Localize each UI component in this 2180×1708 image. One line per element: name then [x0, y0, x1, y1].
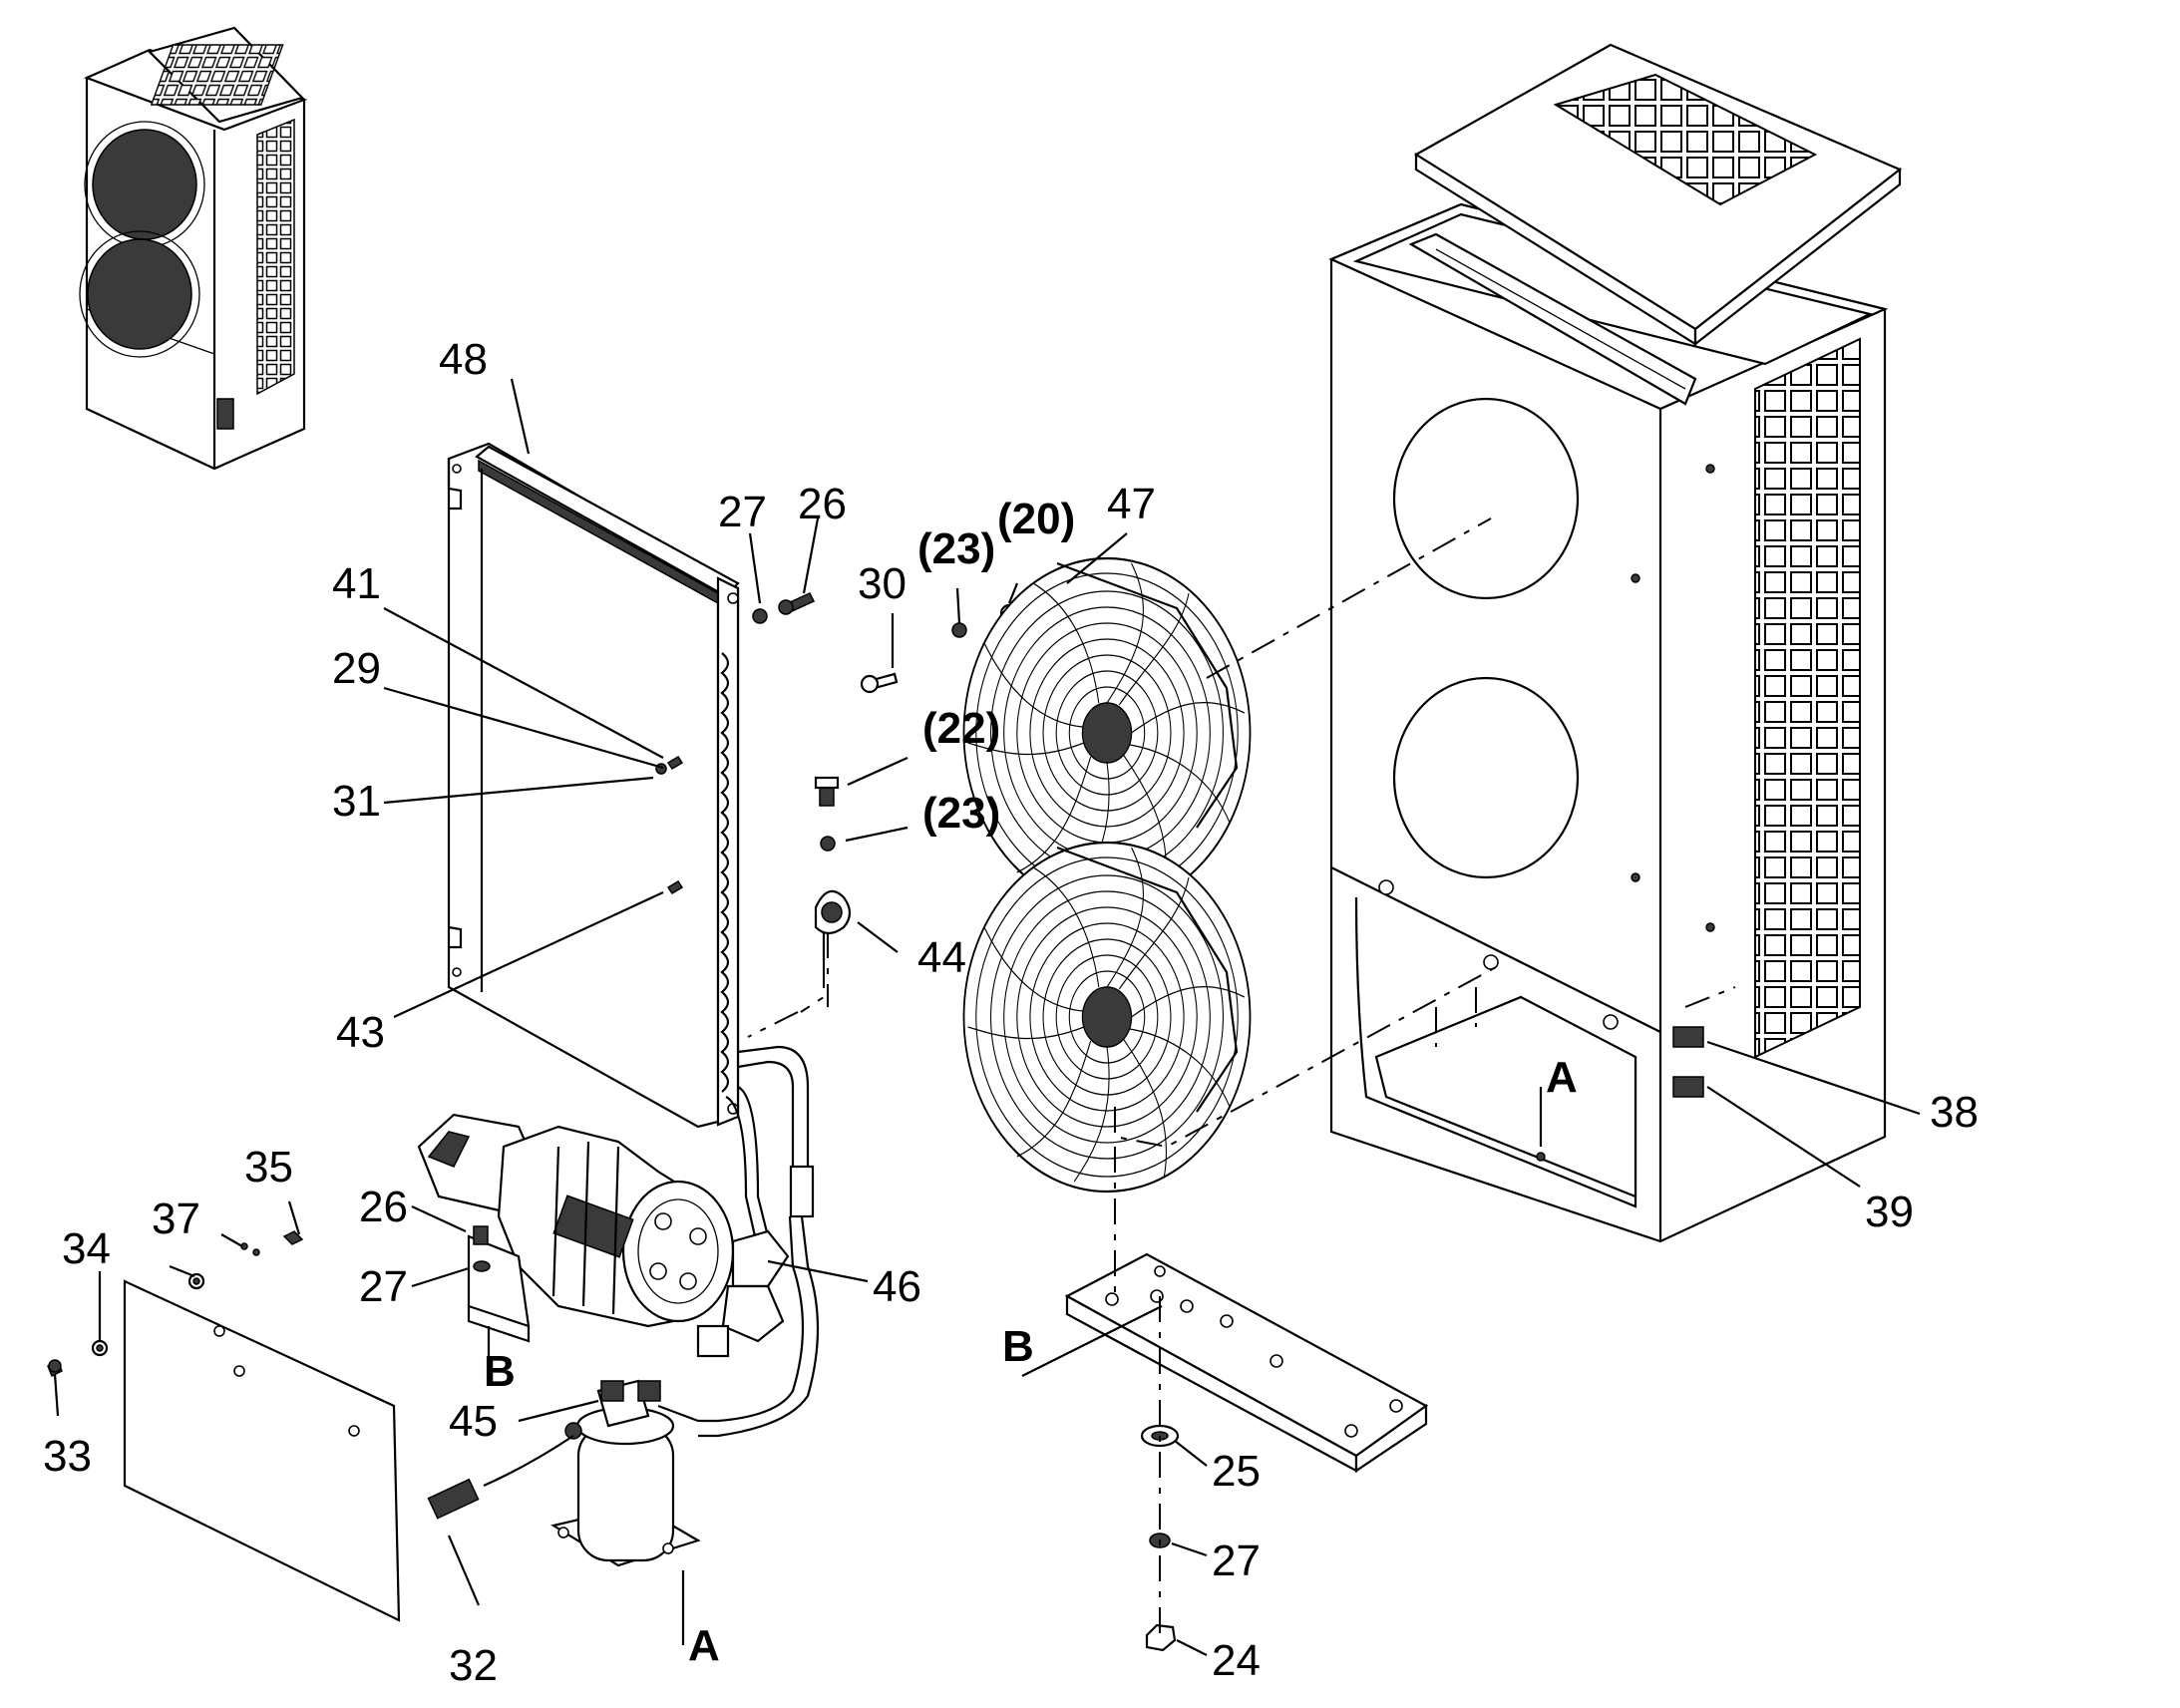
callout-20: (20) — [997, 495, 1075, 543]
cabinet-housing — [1328, 43, 1903, 1243]
callout-27-bracket: 27 — [1212, 1537, 1261, 1585]
receiver-drier-part-45 — [427, 1379, 701, 1567]
callout-23-mid: (23) — [922, 789, 1000, 838]
callout-44: 44 — [917, 933, 966, 982]
refrigerant-hoses — [698, 1045, 820, 1438]
callout-A-drier: A — [688, 1621, 720, 1670]
callout-25: 25 — [1212, 1447, 1261, 1496]
callout-37: 37 — [152, 1195, 200, 1243]
coil-return-bends — [720, 652, 730, 1093]
base-bracket — [1064, 1252, 1429, 1474]
callout-33: 33 — [43, 1432, 92, 1481]
callout-B-bracket: B — [1002, 1322, 1034, 1371]
callout-34: 34 — [62, 1224, 111, 1273]
callout-22: (22) — [922, 704, 1000, 753]
misc-fasteners — [473, 603, 1019, 1272]
callout-labels: 48 27 26 41 29 31 43 30 (23) (20) 47 (22… — [43, 335, 1979, 1690]
callout-26: 26 — [798, 480, 847, 528]
compressor-part-46 — [417, 1113, 790, 1358]
callout-32: 32 — [449, 1641, 498, 1690]
condenser-coil-part-48 — [447, 442, 740, 1129]
callout-38: 38 — [1930, 1088, 1979, 1137]
callout-47: 47 — [1107, 480, 1156, 528]
callout-45: 45 — [449, 1397, 498, 1446]
access-panel — [47, 1230, 401, 1622]
callout-30: 30 — [858, 559, 907, 608]
leader-lines — [53, 378, 1921, 1656]
callout-29: 29 — [332, 644, 381, 693]
callout-27: 27 — [718, 488, 767, 536]
callout-48: 48 — [439, 335, 488, 384]
callout-31: 31 — [332, 777, 381, 826]
callout-24: 24 — [1212, 1636, 1261, 1685]
callout-43: 43 — [336, 1008, 385, 1057]
callout-B-compressor: B — [484, 1347, 516, 1396]
fasteners-coil — [655, 592, 816, 895]
alignment-lines — [747, 517, 1736, 1635]
callout-27-lower: 27 — [359, 1262, 408, 1311]
callout-46: 46 — [873, 1262, 921, 1311]
callout-26-lower: 26 — [359, 1183, 408, 1231]
callout-41: 41 — [332, 559, 381, 608]
callout-A-cabinet: A — [1546, 1053, 1578, 1102]
assembled-unit-thumbnail — [79, 26, 308, 471]
callout-35: 35 — [244, 1143, 293, 1192]
callout-39: 39 — [1865, 1188, 1914, 1236]
callout-23-top: (23) — [917, 524, 995, 573]
fan-assembly-part-47 — [962, 556, 1252, 1194]
